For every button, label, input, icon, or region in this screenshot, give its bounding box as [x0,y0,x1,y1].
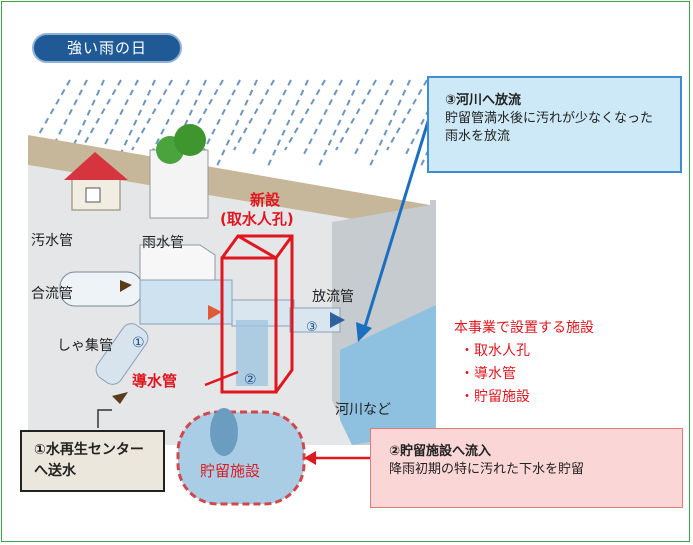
label-river: 河川など [335,402,391,418]
label-collector-num: ① [132,335,145,351]
junction-chamber [139,279,233,325]
collector-pipe [95,323,149,385]
label-combined-pipe: 合流管 [31,286,73,302]
rain-streak [318,79,360,167]
label-intake-num: ② [244,372,257,388]
callout-river-release: ③河川へ放流 貯留管満水後に汚れが少なくなった雨水を放流 [427,76,682,173]
rain-streak [216,79,258,167]
ground-surface [28,135,430,232]
label-conduit: 導水管 [132,372,178,390]
rain-streak [369,79,411,167]
rain-streak [80,79,122,151]
legend-item: ・導水管 [460,366,516,382]
callout-water-center: ①水再生センターへ送水 [20,430,165,492]
label-flow-num: ③ [306,320,318,335]
intake-manhole-outline [220,234,294,394]
legend-item: ・貯留施設 [460,389,530,405]
rain-streak [284,79,326,151]
storage-tank [176,408,306,506]
rain-streak [97,79,139,159]
river-water [340,305,436,445]
legend-item: ・取水人孔 [460,343,530,359]
rain-streak [250,79,292,159]
callout-storage-inflow-body: 降雨初期の特に汚れた下水を貯留 [389,462,585,477]
tree-building-icon [149,124,209,219]
label-new-facility: 新設 [250,191,281,209]
conduit-pointer [204,370,239,387]
callout-storage-inflow: ②貯留施設へ流入 降雨初期の特に汚れた下水を貯留 [370,428,683,508]
rain-streak [301,79,343,159]
label-new-facility-sub: (取水人孔) [220,210,294,228]
conduit-pipe [236,320,268,386]
rain-streak [386,79,428,151]
rain-streak [267,79,309,167]
rain-streak [352,79,394,159]
storage-arrow-head [304,451,316,465]
rain-streak [335,79,377,151]
label-rain-pipe: 雨水管 [142,235,184,251]
center-pointer [97,409,112,428]
label-sewage-pipe: 汚水管 [31,233,73,249]
label-collector-pipe: しゃ集管 [57,338,113,354]
page-title: 強い雨の日 [32,33,182,63]
rain-streak [199,79,241,159]
callout-water-center-title: ①水再生センターへ送水 [34,442,144,479]
house-icon [64,152,128,211]
callout-river-release-title: ③河川へ放流 [445,93,522,108]
label-discharge-pipe: 放流管 [312,289,354,305]
river-arrow-head [356,322,372,342]
flow-arrows [112,280,345,404]
callout-river-release-body: 貯留管満水後に汚れが少なくなった雨水を放流 [445,111,654,144]
rain-streak [131,79,173,151]
rain-streak [148,79,190,159]
legend-title: 本事業で設置する施設 [454,320,594,336]
callout-storage-inflow-title: ②貯留施設へ流入 [389,444,492,459]
rain-streak [233,79,275,151]
river-arrow [362,114,432,331]
rain-streak [46,79,88,159]
label-storage: 貯留施設 [200,462,261,480]
